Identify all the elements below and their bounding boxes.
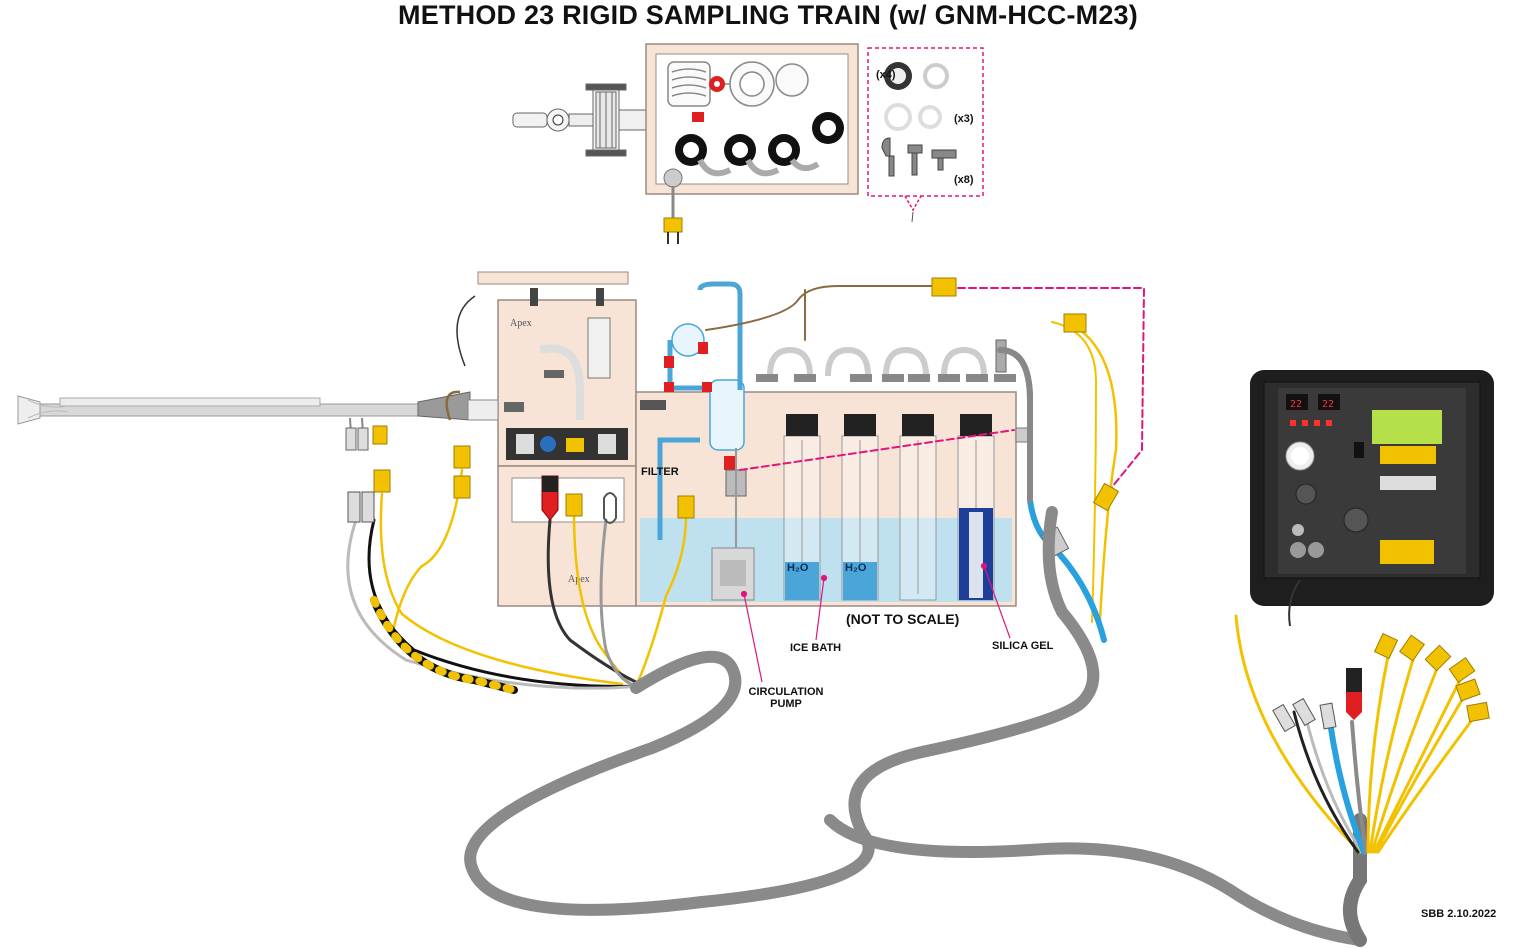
circulation-pump-label: CIRCULATION PUMP [734, 686, 838, 710]
circulation-pump-label-line1: CIRCULATION [748, 686, 824, 698]
kit-count-o-rings: (x4) [876, 69, 896, 81]
spare-clamps [881, 137, 957, 177]
hot-box-case: Apex Apex [456, 271, 637, 607]
thermocouple-connector [663, 217, 683, 233]
svg-text:22: 22 [1322, 399, 1334, 410]
kit-count-clamps: (x8) [954, 174, 974, 186]
clamps [756, 374, 1016, 382]
callout-leaders [740, 562, 1011, 683]
circulation-pump-label-line2: PUMP [770, 698, 802, 710]
wiring [346, 285, 1367, 947]
filter-label: FILTER [641, 466, 679, 478]
coil-condenser [667, 61, 809, 107]
breakout-connectors [1272, 632, 1490, 733]
kit-count-gaskets: (x3) [954, 113, 974, 125]
diagram-title: METHOD 23 RIGID SAMPLING TRAIN (w/ GNM-H… [398, 0, 1138, 30]
carabiner-icon [603, 492, 617, 524]
ice-bath-label: ICE BATH [790, 642, 842, 654]
water-fill [785, 562, 819, 600]
spare-parts-inset [867, 47, 984, 197]
impinger-case [635, 281, 1033, 607]
sampling-probe [17, 390, 499, 451]
impinger-rings [675, 112, 844, 177]
spare-gaskets [884, 103, 942, 131]
red-fitting [692, 112, 704, 122]
lcd-display [1372, 410, 1442, 444]
tc-connectors [373, 277, 1120, 519]
footer-stamp: SBB 2.10.2022 [1421, 908, 1497, 920]
water-label-2: H₂O [845, 562, 867, 574]
silica-gel-label: SILICA GEL [992, 640, 1054, 652]
umbilical-breakout [1234, 614, 1480, 855]
water-fill [843, 562, 877, 600]
u-bend-connectors [767, 346, 987, 377]
meter-console: 22 22 [1250, 370, 1494, 627]
water-label-1: H₂O [787, 562, 809, 574]
ice-bath-water [640, 518, 1012, 602]
pitot-fittings [347, 491, 375, 523]
filter-holder-assembly [512, 83, 652, 157]
spare-o-rings [884, 62, 949, 90]
impinger-caps [786, 414, 992, 436]
svg-text:22: 22 [1290, 399, 1302, 410]
kit-overview [512, 43, 984, 244]
svg-text:Apex: Apex [510, 318, 532, 329]
not-to-scale-note: (NOT TO SCALE) [846, 611, 960, 627]
